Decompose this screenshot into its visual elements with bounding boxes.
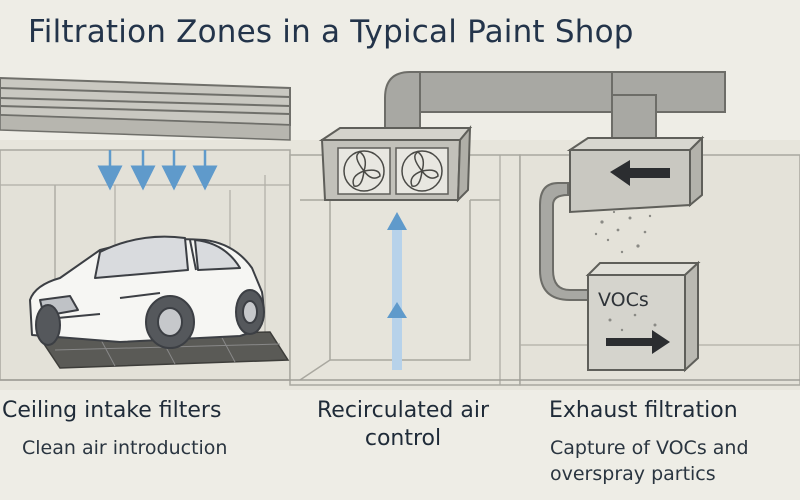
zone-heading-recirculated-air: Recirculated air control bbox=[317, 398, 489, 451]
page-title: Filtration Zones in a Typical Paint Shop bbox=[28, 14, 634, 50]
airflow-down-arrow-icon bbox=[97, 150, 218, 191]
overspray-particles bbox=[594, 210, 652, 254]
airflow-up-arrow-icon bbox=[387, 212, 407, 370]
ceiling-intake-filter bbox=[0, 76, 291, 141]
car-icon bbox=[29, 235, 265, 349]
zone-subtext-ceiling-intake: Clean air introduction bbox=[22, 437, 228, 459]
fan-icon bbox=[343, 150, 443, 192]
zone-heading-exhaust: Exhaust filtration bbox=[549, 398, 738, 423]
exhaust-arrow-right-icon bbox=[606, 330, 670, 354]
recirculation-fan-unit bbox=[318, 125, 473, 203]
voc-label: VOCs bbox=[598, 289, 649, 311]
zone-heading-ceiling-intake: Ceiling intake filters bbox=[2, 398, 222, 423]
exhaust-filter-box bbox=[585, 260, 701, 373]
exhaust-arrow-left-icon bbox=[610, 160, 670, 186]
zone-subtext-exhaust: Capture of VOCs and overspray partics bbox=[550, 437, 749, 485]
